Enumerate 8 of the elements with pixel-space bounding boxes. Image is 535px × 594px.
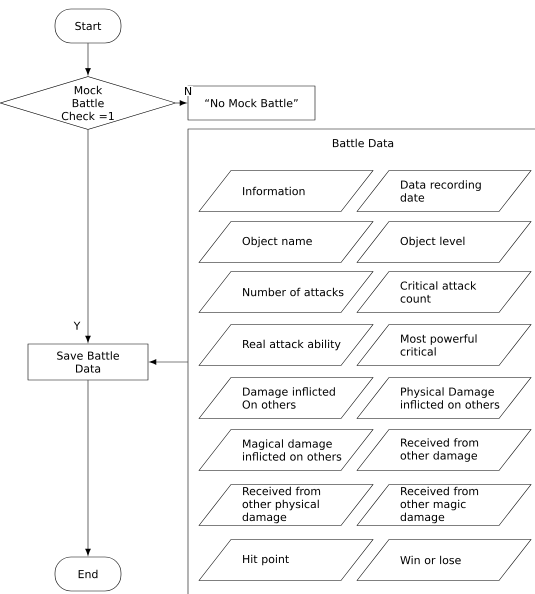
arrow xyxy=(85,130,91,343)
edge-label: N xyxy=(182,86,194,96)
arrow xyxy=(85,43,91,76)
arrow xyxy=(149,359,188,365)
edge-label: Y xyxy=(72,320,82,331)
arrow xyxy=(85,380,91,556)
process-box: Save Battle Data xyxy=(28,344,148,380)
arrow xyxy=(176,100,187,106)
